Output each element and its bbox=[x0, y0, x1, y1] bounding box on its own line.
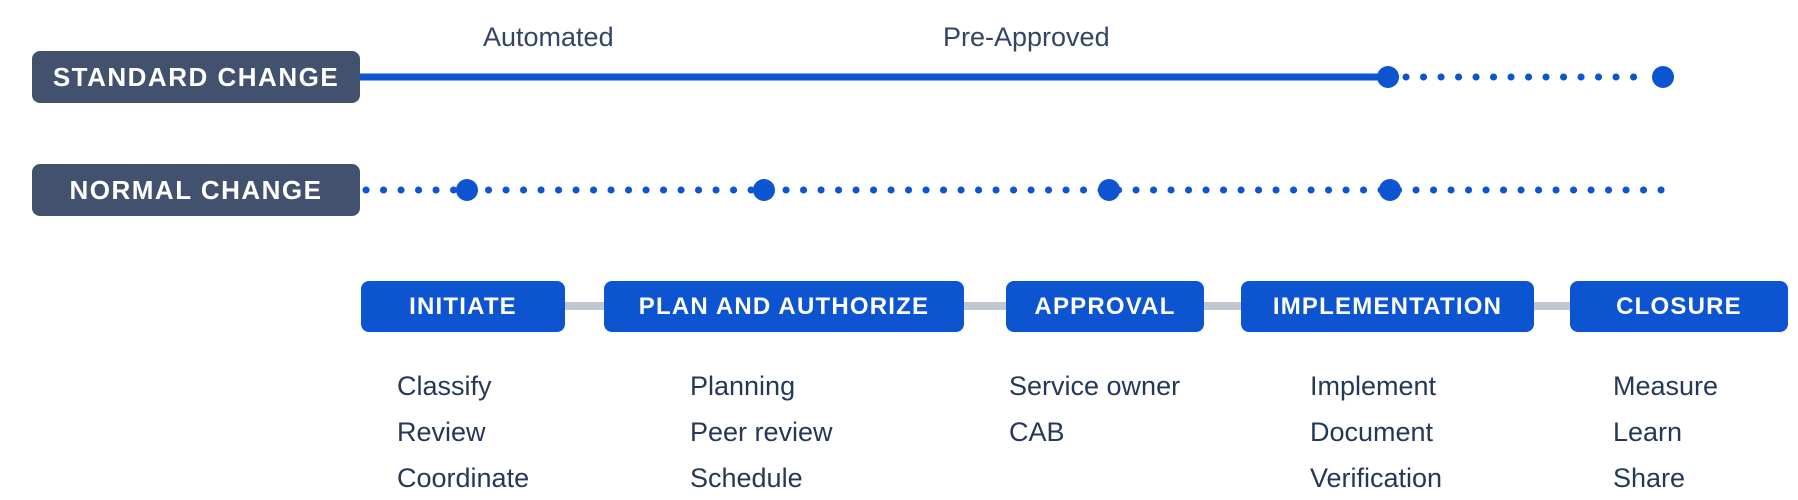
standard-change-badge: STANDARD CHANGE bbox=[32, 51, 360, 103]
activity-item: Peer review bbox=[690, 417, 833, 447]
activity-item: Review bbox=[397, 417, 486, 447]
milestone-dot bbox=[1377, 66, 1399, 88]
activity-item: Service owner bbox=[1009, 371, 1181, 401]
milestone-dot bbox=[456, 179, 478, 201]
stage-initiate: INITIATE bbox=[361, 281, 565, 332]
stage-closure: CLOSURE bbox=[1570, 281, 1788, 332]
activity-item: Coordinate bbox=[397, 463, 530, 493]
stage-activities-approval: Service owner CAB bbox=[1009, 363, 1180, 455]
activity-item: Classify bbox=[397, 371, 492, 401]
milestone-dot bbox=[1098, 179, 1120, 201]
milestone-dot bbox=[1652, 66, 1674, 88]
activity-item: Planning bbox=[690, 371, 796, 401]
activity-item: Document bbox=[1310, 417, 1434, 447]
milestone-dot bbox=[753, 179, 775, 201]
activity-item: Share bbox=[1613, 463, 1686, 493]
activity-item: Measure bbox=[1613, 371, 1719, 401]
stage-activities-plan-and-authorize: Planning Peer review Schedule bbox=[690, 363, 833, 500]
stage-activities-closure: Measure Learn Share bbox=[1613, 363, 1718, 500]
stage-activities-implementation: Implement Document Verification bbox=[1310, 363, 1442, 500]
stage-plan-and-authorize: PLAN AND AUTHORIZE bbox=[604, 281, 964, 332]
activity-item: Learn bbox=[1613, 417, 1683, 447]
activity-item: Implement bbox=[1310, 371, 1437, 401]
activity-item: Verification bbox=[1310, 463, 1443, 493]
automated-label: Automated bbox=[483, 22, 614, 52]
stage-implementation: IMPLEMENTATION bbox=[1241, 281, 1534, 332]
normal-change-badge: NORMAL CHANGE bbox=[32, 164, 360, 216]
activity-item: CAB bbox=[1009, 417, 1065, 447]
stage-approval: APPROVAL bbox=[1006, 281, 1204, 332]
pre-approved-label: Pre-Approved bbox=[943, 22, 1110, 52]
stage-activities-initiate: Classify Review Coordinate bbox=[397, 363, 529, 500]
activity-item: Schedule bbox=[690, 463, 803, 493]
milestone-dot bbox=[1379, 179, 1401, 201]
